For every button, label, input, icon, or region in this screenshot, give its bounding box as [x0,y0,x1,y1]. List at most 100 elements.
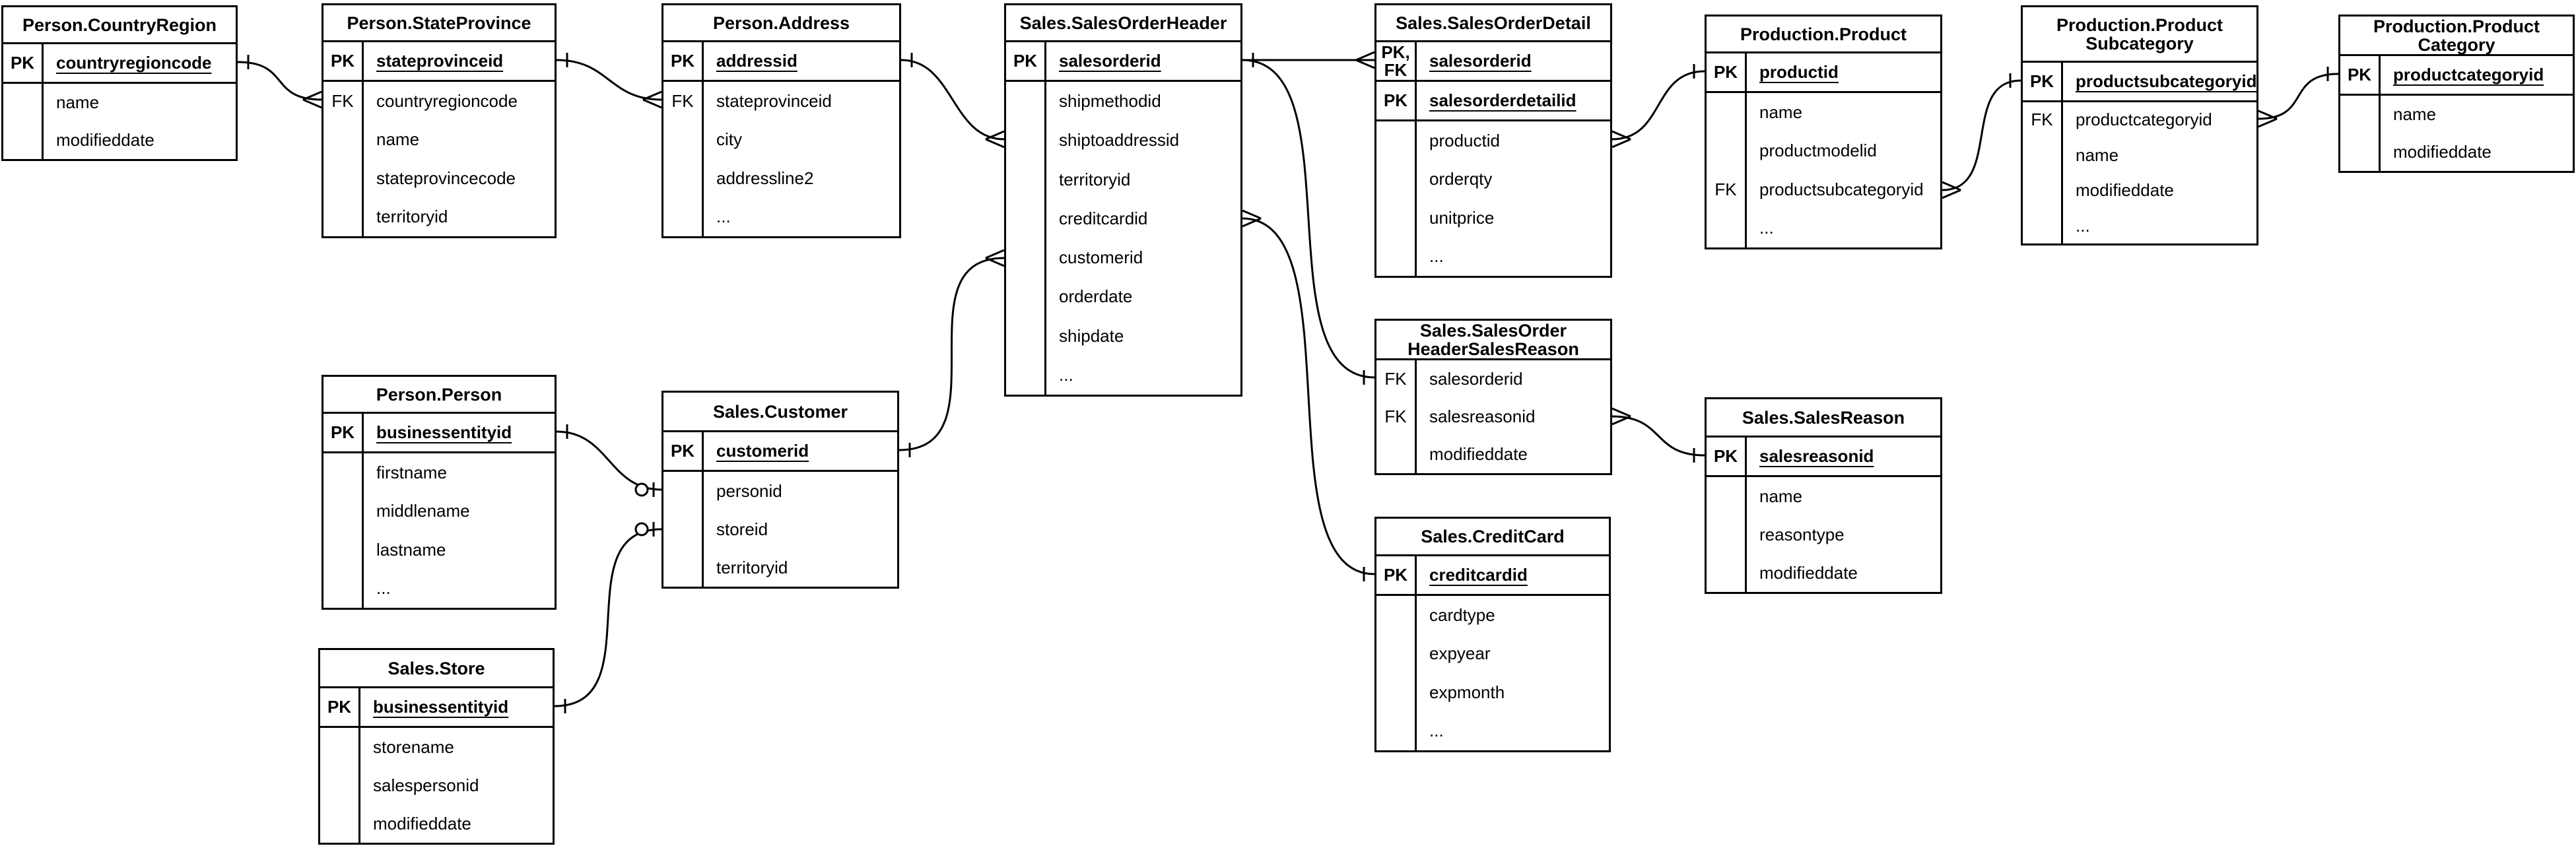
table-row[interactable]: unitprice [1376,199,1610,238]
table-row[interactable]: ... [2023,209,2256,244]
table-row[interactable]: storename [320,728,553,766]
relationship-countryregion-stateprovince[interactable] [237,55,322,109]
field-name: productcategoryid [2393,65,2544,84]
table-row[interactable]: expyear [1376,635,1609,674]
table-row[interactable]: reasontype [1707,515,1940,554]
relationship-salesorderdetail-product[interactable] [1611,64,1705,148]
table-row[interactable]: firstname [323,453,555,492]
table-row[interactable]: productmodelid [1707,132,1940,171]
table-row[interactable]: productid [1376,121,1610,160]
table-row[interactable]: ... [323,569,555,608]
table-row[interactable]: modifieddate [2340,133,2573,171]
relationship-address-salesorderheader[interactable] [900,53,1005,148]
table-row[interactable]: orderqty [1376,160,1610,199]
table-row[interactable]: orderdate [1006,277,1240,316]
table-row[interactable]: name [3,84,236,121]
table-row[interactable]: shipdate [1006,317,1240,356]
table-row[interactable]: ... [663,198,899,237]
table-row[interactable]: stateprovincecode [323,159,555,198]
key-badge: PK [1013,51,1038,71]
table-row[interactable]: territoryid [323,198,555,237]
table-row[interactable]: territoryid [1006,160,1240,199]
table-row[interactable]: customerid [1006,238,1240,277]
relationship-person-customer[interactable] [556,424,662,497]
relationship-salesorderheader-creditcard[interactable] [1242,209,1375,581]
table-row[interactable]: addressline2 [663,159,899,198]
field-name: productsubcategoryid [1759,179,1924,199]
table-row[interactable]: cardtype [1376,596,1609,635]
table-row[interactable]: modifieddate [1707,554,1940,592]
relationship-salesorderheader-salesorderdetail[interactable] [1242,51,1375,69]
table-row[interactable]: city [663,121,899,160]
field-name: name [2076,145,2119,165]
table-row[interactable]: salespersonid [320,766,553,804]
table-row[interactable]: modifieddate [1376,436,1610,473]
table-row[interactable]: lastname [323,531,555,569]
field-name: cardtype [1429,604,1495,625]
table-row[interactable]: territoryid [663,548,897,587]
table-row[interactable]: shiptoaddressid [1006,121,1240,160]
table-row[interactable]: modifieddate [320,804,553,843]
table-row[interactable]: ... [1006,356,1240,395]
table-row[interactable]: ... [1376,238,1610,277]
table-row[interactable]: ... [1376,712,1609,751]
table-row[interactable]: creditcardid [1006,199,1240,238]
table-row[interactable]: expmonth [1376,673,1609,712]
table-row[interactable]: name [323,121,555,160]
table-row[interactable]: shipmethodid [1006,82,1240,121]
table-row[interactable]: modifieddate [2023,173,2256,209]
key-column-divider [358,688,360,843]
table-row[interactable]: name [1707,93,1940,132]
table-row[interactable]: modifieddate [3,121,236,159]
field-name: ... [2076,215,2090,236]
table-row[interactable]: name [2023,138,2256,174]
relationship-headersalesreason-salesreason[interactable] [1611,407,1705,463]
relationship-customer-salesorderheader[interactable] [898,249,1005,457]
table-row[interactable]: name [1707,477,1940,515]
table-row[interactable]: storeid [663,510,897,548]
relationship-product-productsubcategory[interactable] [1942,73,2021,199]
relationship-productsubcategory-productcategory[interactable] [2258,67,2339,128]
relationship-store-customer[interactable] [554,522,662,713]
relationship-salesorderheader-headersalesreason[interactable] [1242,59,1375,385]
table-row[interactable]: middlename [323,492,555,531]
table-row[interactable]: ... [1707,209,1940,248]
table-row[interactable]: personid [663,472,897,510]
table-row[interactable]: name [2340,96,2573,133]
relationship-stateprovince-address[interactable] [556,53,662,109]
